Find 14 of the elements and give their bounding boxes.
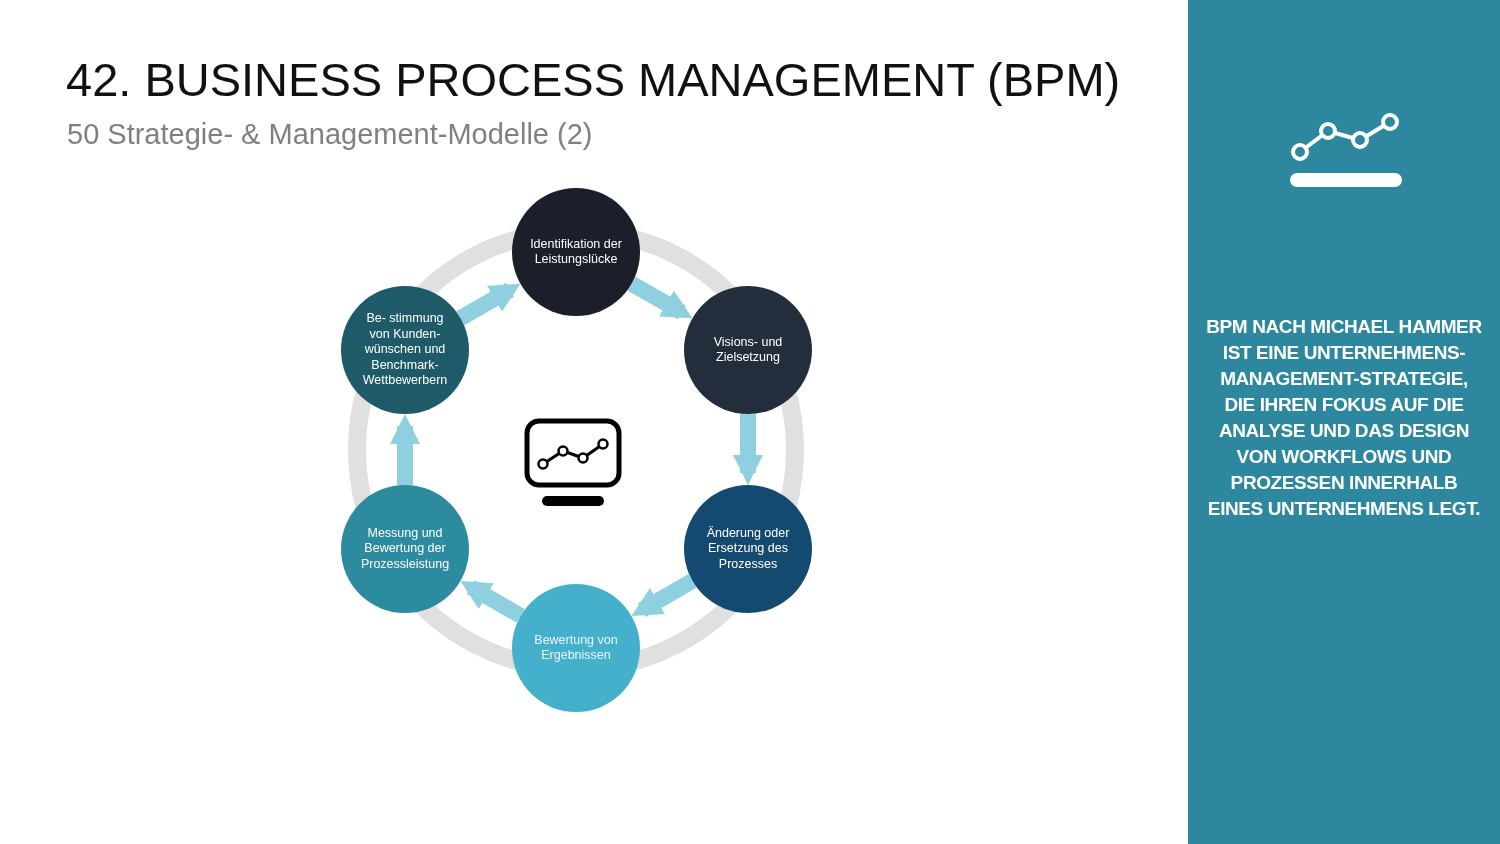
step-label: Visions- und Zielsetzung [712, 334, 784, 366]
step-label: Änderung oder Ersetzung des Prozesses [705, 525, 791, 573]
step-label: Be- stimmung von Kunden- wünschen und Benchmark- Wettbewerbern [361, 311, 449, 389]
slide-subtitle: 50 Strategie- & Management-Modelle (2) [67, 118, 593, 151]
cycle-arrow [460, 580, 525, 623]
cycle-arrow [390, 414, 420, 485]
step-label: Identifikation der Leistungslücke [529, 236, 623, 268]
cycle-arrow [631, 573, 697, 618]
cycle-arrow [627, 276, 693, 320]
slide-title: 42. BUSINESS PROCESS MANAGEMENT (BPM) [66, 52, 1121, 107]
panel-text: BPM NACH MICHAEL HAMMER IST EINE UNTERNEHMENS-MANAGEMENT-STRATEGIE, DIE IHREN FOKUS AUF DIE ANALYSE UND DAS DESIGN VON WORKFLOWS UND PROZESSEN INNERHALB EINES UNTERNEHMENS LEGT. [1206, 315, 1482, 521]
step-label: Bewertung von Ergebnissen [533, 632, 619, 664]
step-label: Messung und Bewertung der Prozessleistung [359, 525, 451, 573]
cycle-arrow [733, 414, 763, 485]
